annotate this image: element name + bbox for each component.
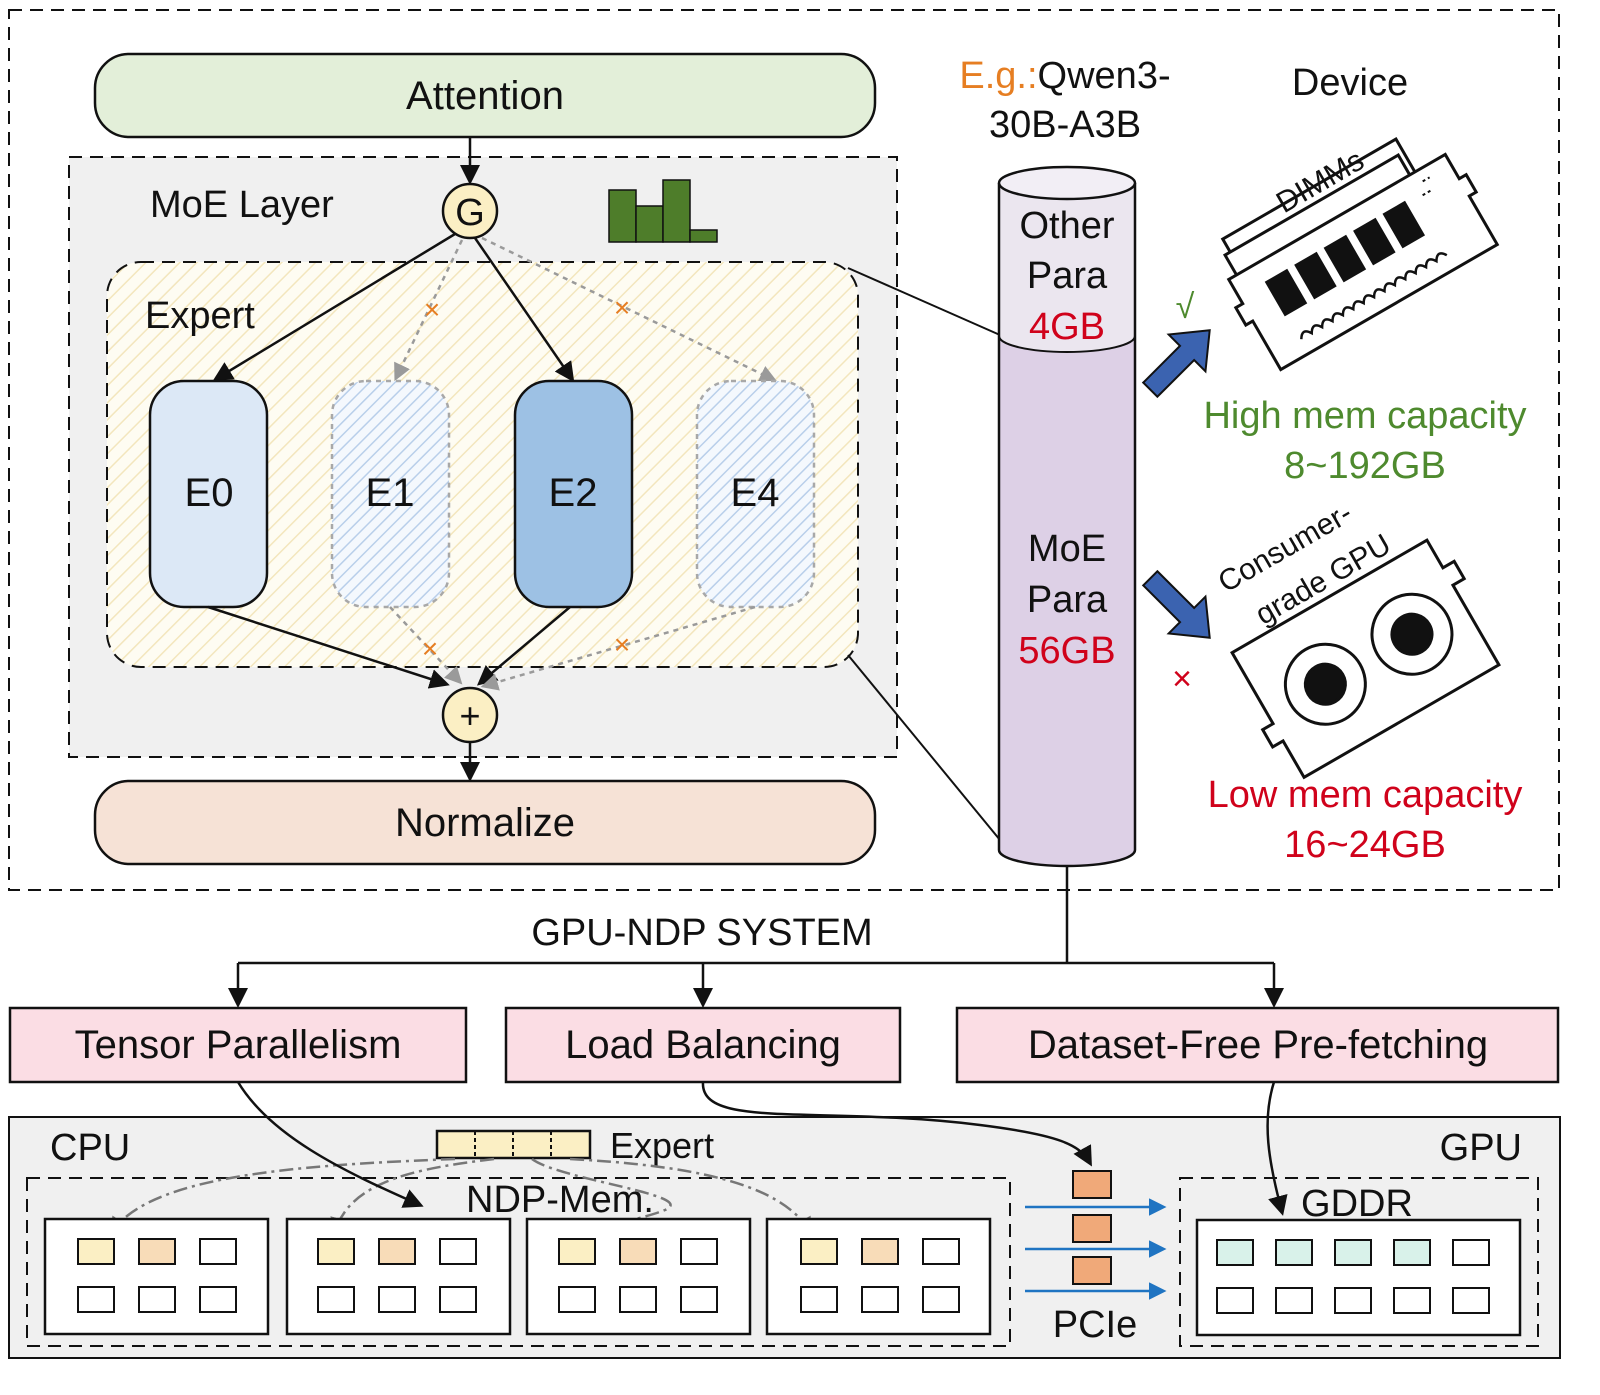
high-mem-range: 8~192GB [1284, 445, 1446, 487]
e0-to-sum-arrow [207, 605, 450, 689]
expert-e1 [330, 379, 451, 609]
strategy-load-balancing [504, 1006, 902, 1084]
example-line1: E.g.:Qwen3- [959, 55, 1170, 97]
moe-layer-label: MoE Layer [150, 184, 334, 226]
expert-region-label: Expert [145, 295, 255, 337]
moe-para-line1: MoE [1028, 528, 1106, 570]
strategy-load-balancing-label: Load Balancing [565, 1023, 841, 1067]
expert-e0-label: E0 [185, 471, 234, 515]
strategy-prefetching [955, 1006, 1560, 1084]
other-para-line2: Para [1027, 255, 1108, 297]
low-mem-caption: Low mem capacity [1208, 774, 1523, 816]
gpu-cross-mark: × [1172, 660, 1192, 698]
low-mem-range: 16~24GB [1284, 824, 1446, 866]
ndp-bank-2 [285, 1217, 512, 1336]
example-prefix: E.g.: [959, 55, 1037, 97]
e1-sum-cross: × [422, 633, 438, 664]
normalize-label: Normalize [395, 801, 575, 845]
expert-e4 [695, 379, 816, 609]
strategy-tensor-parallelism-label: Tensor Parallelism [75, 1023, 402, 1067]
attention-label: Attention [406, 74, 564, 118]
up-arrow-icon [1141, 329, 1211, 399]
expert-strip-label: Expert [610, 1125, 714, 1166]
e1-to-sum-arrow [389, 606, 463, 685]
moe-para-line2: Para [1027, 579, 1108, 621]
expert-e2-label: E2 [549, 471, 598, 515]
other-para-size: 4GB [1029, 306, 1105, 348]
tensor-to-ndp-arrow [236, 1081, 424, 1208]
ndp-mem-region [26, 1177, 1011, 1347]
top-frame [8, 9, 1560, 891]
gate-symbol: G [455, 192, 485, 234]
gate-e1-cross: × [424, 294, 440, 325]
device-title: Device [1292, 62, 1408, 104]
pcie-arrows [1025, 1198, 1167, 1300]
expert-distribution-arrows [110, 1157, 812, 1242]
ndp-bank-1 [43, 1217, 270, 1336]
prefetch-to-gddr-arrow [1266, 1081, 1288, 1216]
down-arrow-icon [1141, 569, 1211, 639]
example-model-line2: 30B-A3B [989, 104, 1141, 146]
expert-to-other-para-line [847, 267, 1001, 336]
high-mem-caption: High mem capacity [1203, 395, 1526, 437]
consumer-gpu-icon [1230, 538, 1501, 780]
e2-to-sum-arrow [476, 606, 571, 686]
gddr-region [1179, 1177, 1539, 1347]
normalize-box [93, 779, 877, 866]
gate-to-e0-arrow [212, 232, 456, 382]
expert-to-moe-para-line [847, 654, 1001, 841]
system-label: GPU-NDP SYSTEM [531, 912, 872, 954]
gddr-label: GDDR [1301, 1183, 1413, 1225]
attention-box [93, 52, 877, 139]
gate-to-e2-arrow [473, 237, 575, 383]
expert-e4-label: E4 [731, 471, 780, 515]
moe-para-size: 56GB [1018, 630, 1115, 672]
ndp-bank-3 [525, 1217, 752, 1336]
expert-e2 [513, 379, 634, 609]
gate-to-e4-arrow [481, 236, 778, 382]
sum-symbol: + [459, 695, 480, 736]
parameter-cylinder [997, 165, 1137, 868]
pcie-blocks [1072, 1170, 1112, 1285]
check-mark: √ [1176, 288, 1195, 326]
ndp-mem-label: NDP-Mem. [466, 1179, 654, 1221]
cpu-label: CPU [50, 1127, 130, 1169]
gpu-label: GPU [1440, 1127, 1522, 1169]
ndp-bank-4 [765, 1217, 992, 1336]
gate-node [441, 182, 499, 240]
bar-chart-icon [608, 179, 718, 243]
e4-sum-cross: × [614, 629, 630, 660]
example-model-line1: Qwen3- [1038, 55, 1171, 97]
gate-e4-cross: × [614, 292, 630, 323]
e4-to-sum-arrow [480, 605, 756, 691]
other-para-line1: Other [1019, 205, 1114, 247]
strategy-prefetching-label: Dataset-Free Pre-fetching [1028, 1023, 1488, 1067]
gddr-bank [1195, 1218, 1522, 1337]
expert-strip-icon [435, 1129, 592, 1160]
pcie-label: PCIe [1053, 1304, 1137, 1346]
expert-region [106, 261, 859, 668]
balancing-to-pcie-arrow [701, 1081, 1092, 1167]
expert-e1-label: E1 [366, 471, 415, 515]
dimm-icon [1220, 137, 1500, 372]
